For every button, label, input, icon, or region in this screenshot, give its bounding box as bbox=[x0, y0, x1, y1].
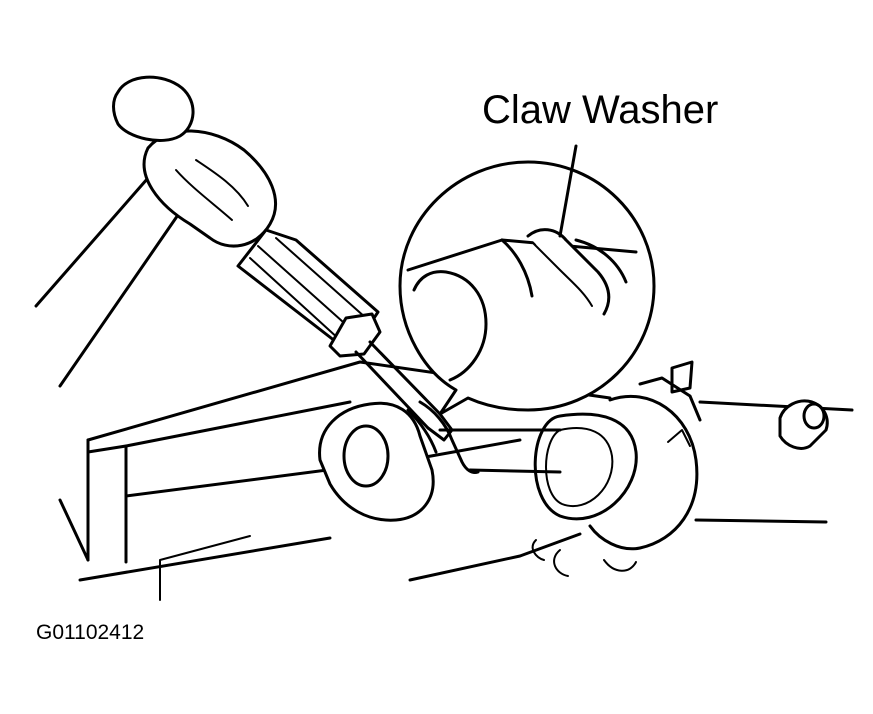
claw-washer-label: Claw Washer bbox=[482, 88, 719, 132]
shaft-lower-line bbox=[468, 468, 562, 474]
detail-washer-claw bbox=[526, 228, 611, 316]
shaft-boss bbox=[318, 401, 435, 522]
screwdriver-tip bbox=[426, 412, 454, 442]
screwdriver bbox=[236, 228, 454, 442]
loose-pin bbox=[778, 399, 829, 450]
collar-body bbox=[588, 394, 699, 551]
housing-side-line bbox=[58, 498, 90, 562]
claw-washer bbox=[406, 400, 480, 474]
hammer-head-grip bbox=[142, 129, 277, 248]
screwdriver-shaft-top bbox=[368, 340, 442, 416]
detail-circle-outline bbox=[398, 160, 656, 416]
screwdriver-ferrule bbox=[328, 312, 382, 358]
shaft-assembly bbox=[318, 360, 702, 551]
hammer bbox=[34, 75, 277, 388]
hammer-handle-line-left bbox=[34, 176, 150, 308]
housing-base-line bbox=[78, 536, 332, 582]
hammer-handle-line-right bbox=[58, 210, 182, 388]
figure-id: G01102412 bbox=[36, 621, 145, 644]
shaft-boss-bore bbox=[342, 424, 390, 488]
detail-callout bbox=[398, 160, 656, 416]
bushing-outer bbox=[533, 412, 638, 521]
collar-pin bbox=[670, 360, 694, 394]
housing bbox=[58, 360, 854, 601]
label-leader-line bbox=[558, 144, 578, 238]
hammer-head-face bbox=[112, 75, 195, 142]
housing-front-top bbox=[86, 400, 352, 454]
